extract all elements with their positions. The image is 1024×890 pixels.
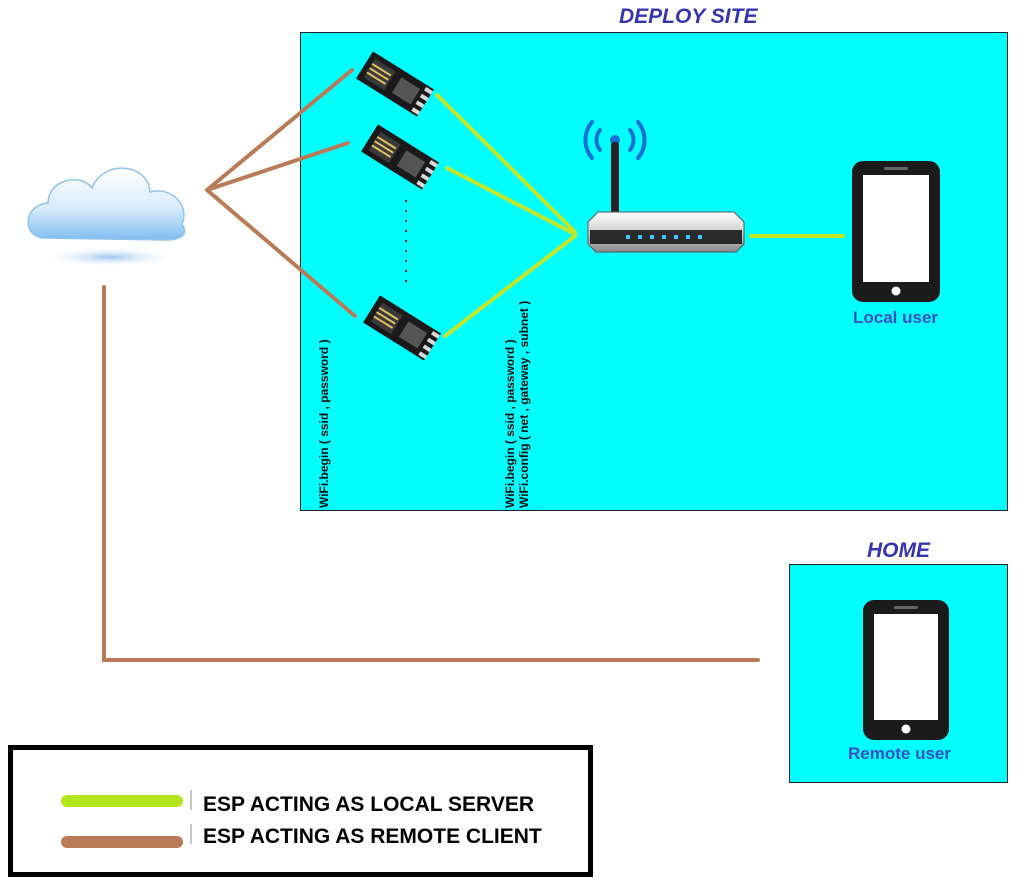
remote-user-smartphone-icon	[863, 600, 949, 740]
cloud-to-esp2-link	[205, 141, 350, 192]
cloud-to-home-link	[102, 285, 760, 662]
esp2-to-router-link	[445, 166, 577, 236]
server-wifi-config-text: WiFi.config ( net , gateway , subnet )	[517, 300, 531, 508]
legend-remote-label: ESP ACTING AS REMOTE CLIENT	[203, 825, 542, 848]
remote-user-label: Remote user	[848, 744, 951, 763]
deploy-site-title: DEPLOY SITE	[619, 5, 758, 28]
legend: ESP ACTING AS LOCAL SERVER ESP ACTING AS…	[8, 745, 593, 877]
cloud-to-esp1-link	[205, 68, 354, 192]
legend-local-label: ESP ACTING AS LOCAL SERVER	[203, 793, 535, 816]
server-wifi-begin-text: WiFi.begin ( ssid , password )	[503, 339, 517, 508]
legend-local-swatch	[61, 795, 183, 807]
legend-divider	[190, 790, 192, 810]
cloud-to-esp3-link	[205, 188, 357, 318]
local-server-links	[435, 93, 845, 338]
local-user-label: Local user	[853, 308, 939, 327]
cloud-icon	[27, 167, 186, 267]
local-user-smartphone-icon	[852, 161, 940, 302]
legend-divider	[190, 824, 192, 844]
esp-module-3	[362, 295, 442, 361]
wifi-router-icon	[583, 120, 745, 253]
client-wifi-begin-annotation: WiFi.begin ( ssid , password )	[317, 339, 331, 508]
esp-module-1	[355, 51, 435, 117]
legend-remote-swatch	[61, 836, 183, 848]
more-modules-ellipsis	[405, 200, 407, 282]
esp3-to-router-link	[443, 234, 577, 338]
home-title: HOME	[867, 539, 930, 562]
esp-module-2	[360, 124, 440, 190]
remote-client-links	[102, 68, 760, 662]
esp1-to-router-link	[435, 93, 577, 234]
server-wifi-annotation: WiFi.begin ( ssid , password ) WiFi.conf…	[503, 301, 531, 508]
